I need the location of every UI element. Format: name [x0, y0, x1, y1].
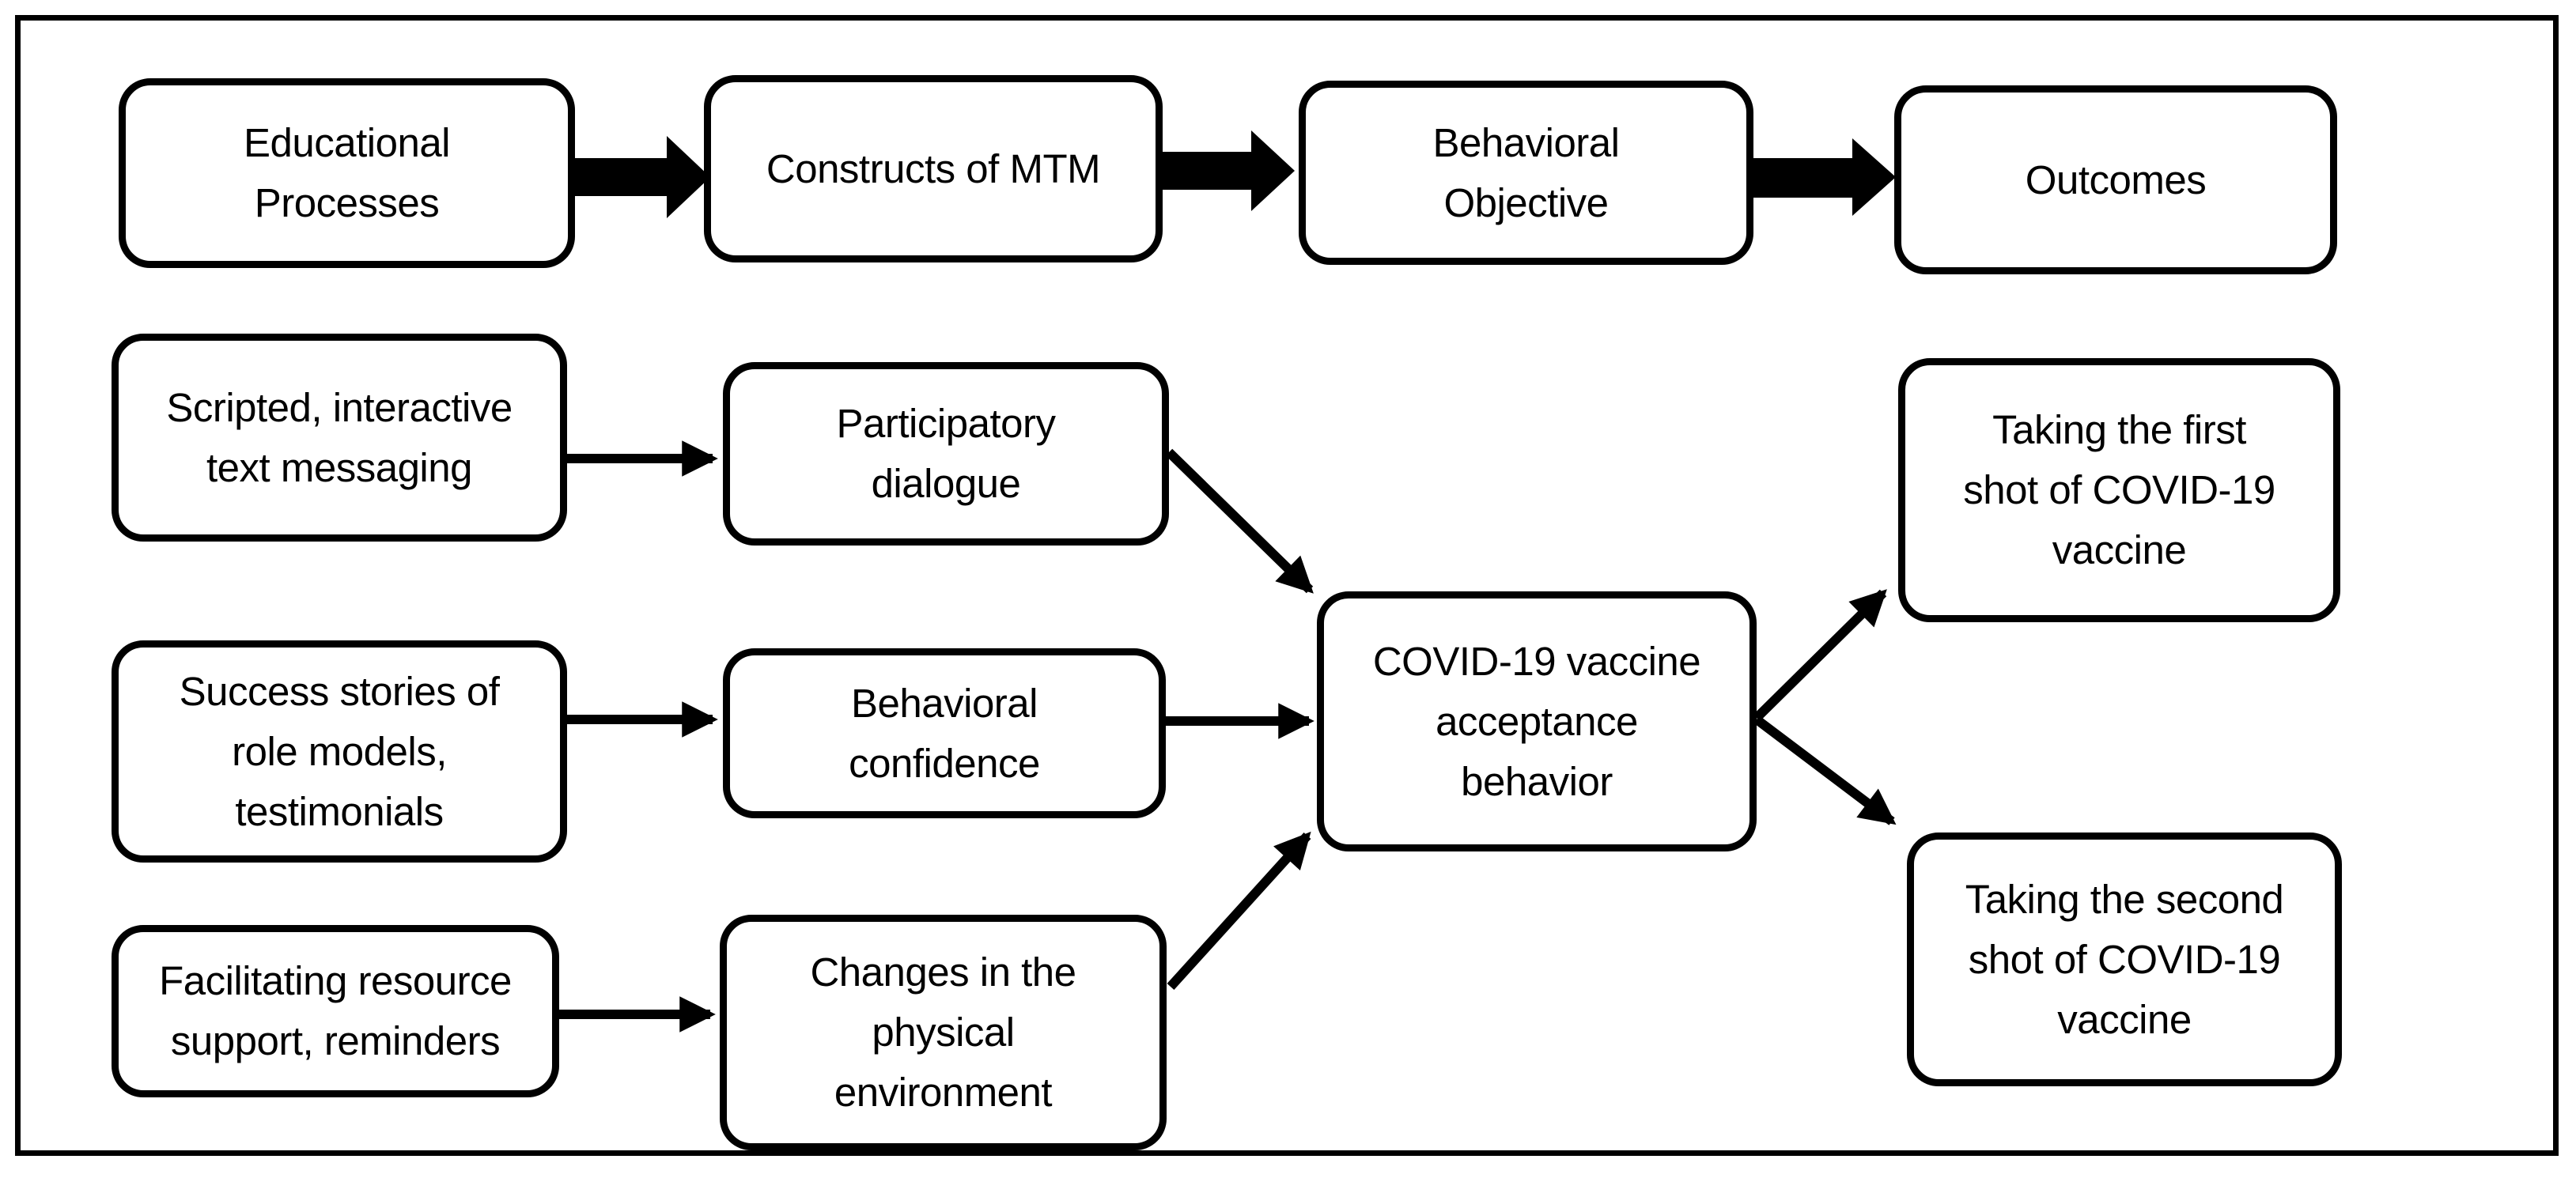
arrow-changes-to-acceptance: [1167, 831, 1311, 991]
node-behavioral-confidence: Behavioral confidence: [723, 648, 1166, 818]
node-constructs-of-mtm: Constructs of MTM: [704, 75, 1163, 262]
node-label-success-stories: Success stories of role models, testimon…: [179, 668, 500, 834]
node-outcomes: Outcomes: [1894, 85, 2337, 274]
node-label-facilitating-resource-support: Facilitating resource support, reminders: [159, 958, 512, 1063]
node-vaccine-acceptance-behavior: COVID-19 vaccine acceptance behavior: [1317, 591, 1757, 851]
node-label-scripted-text-messaging: Scripted, interactive text messaging: [166, 384, 513, 490]
block-arrow-educational-to-constructs: [573, 136, 710, 218]
node-label-vaccine-acceptance-behavior: COVID-19 vaccine acceptance behavior: [1372, 638, 1701, 804]
node-label-taking-second-shot: Taking the second shot of COVID-19 vacci…: [1965, 876, 2284, 1042]
arrow-acceptance-to-second-shot: [1753, 715, 1897, 825]
node-success-stories: Success stories of role models, testimon…: [112, 640, 567, 863]
node-label-participatory-dialogue: Participatory dialogue: [836, 401, 1056, 506]
node-label-changes-physical-environment: Changes in the physical environment: [810, 950, 1076, 1115]
node-behavioral-objective: Behavioral Objective: [1299, 81, 1753, 265]
node-label-outcomes: Outcomes: [2025, 157, 2207, 202]
node-changes-physical-environment: Changes in the physical environment: [720, 915, 1167, 1150]
node-taking-first-shot: Taking the first shot of COVID-19 vaccin…: [1898, 358, 2340, 622]
node-label-constructs-of-mtm: Constructs of MTM: [766, 145, 1101, 191]
node-label-taking-first-shot: Taking the first shot of COVID-19 vaccin…: [1963, 407, 2275, 572]
figure-border: [15, 15, 2559, 1156]
node-participatory-dialogue: Participatory dialogue: [723, 362, 1169, 546]
node-label-behavioral-confidence: Behavioral confidence: [849, 680, 1040, 786]
node-label-educational-processes: Educational Processes: [243, 120, 451, 225]
block-arrow-constructs-to-objective: [1160, 130, 1295, 211]
node-scripted-text-messaging: Scripted, interactive text messaging: [112, 334, 567, 542]
block-arrow-objective-to-outcomes: [1753, 138, 1896, 216]
node-educational-processes: Educational Processes: [119, 78, 575, 268]
node-facilitating-resource-support: Facilitating resource support, reminders: [112, 925, 559, 1097]
node-label-behavioral-objective: Behavioral Objective: [1432, 119, 1620, 225]
node-taking-second-shot: Taking the second shot of COVID-19 vacci…: [1907, 833, 2342, 1086]
arrow-acceptance-to-first-shot: [1753, 589, 1887, 722]
arrow-participatory-to-acceptance: [1165, 448, 1314, 594]
